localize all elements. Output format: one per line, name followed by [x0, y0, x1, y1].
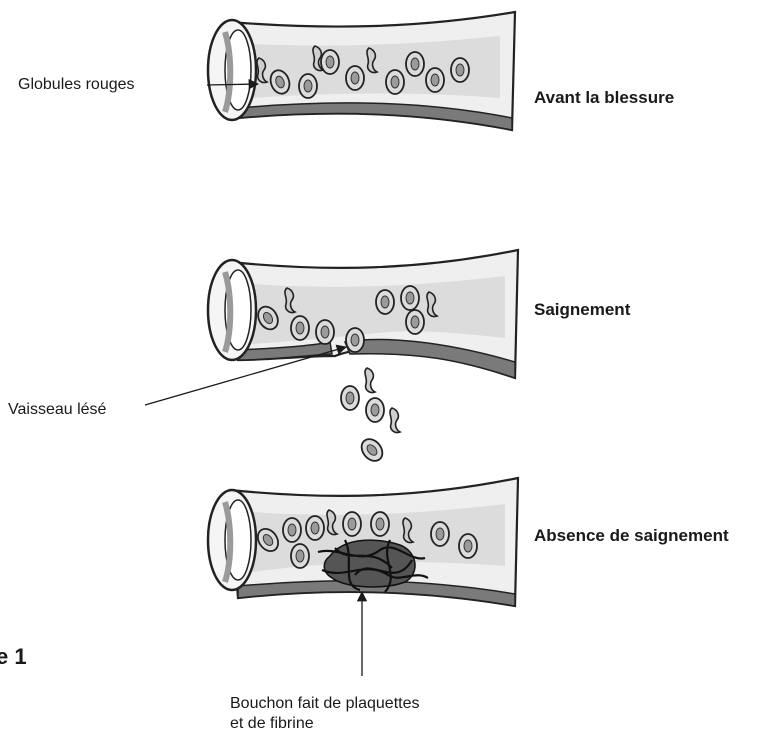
label-bleeding: Saignement	[534, 300, 630, 320]
label-plug-line2: et de fibrine	[230, 714, 314, 734]
figure-number: e 1	[0, 647, 27, 667]
vessel-clot	[208, 478, 518, 606]
vessel-bleeding	[208, 250, 518, 465]
label-before-injury: Avant la blessure	[534, 88, 674, 108]
label-no-bleeding: Absence de saignement	[534, 526, 729, 546]
label-damaged-vessel: Vaisseau lésé	[8, 400, 106, 420]
label-plug-line1: Bouchon fait de plaquettes	[230, 694, 419, 714]
vessel-before	[208, 12, 515, 130]
label-red-cells: Globules rouges	[18, 75, 135, 95]
